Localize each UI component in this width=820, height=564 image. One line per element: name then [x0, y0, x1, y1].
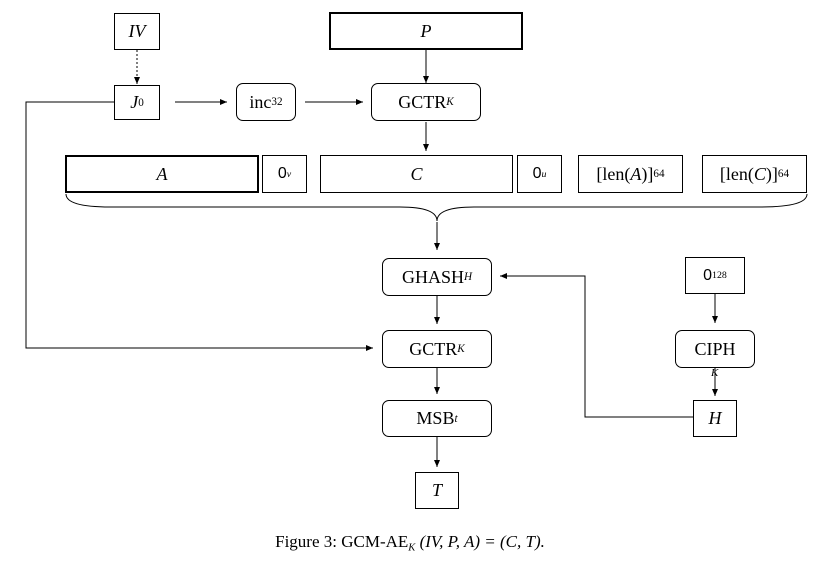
ciph-key-label: K — [711, 367, 719, 379]
zero-128-sup: 128 — [712, 270, 727, 281]
plaintext-box: P — [329, 12, 523, 50]
input-brace — [65, 193, 808, 222]
j0-main: J — [130, 92, 139, 112]
zero-u-sup: u — [541, 168, 547, 180]
len-c-var: C — [753, 163, 766, 184]
len-c-pre: [len( — [719, 163, 754, 184]
msb-main: MSB — [416, 408, 455, 428]
figure-caption: Figure 3: GCM-AEK (IV, P, A) = (C, T). — [0, 532, 820, 554]
ciphertext-box: C — [320, 155, 513, 193]
tag-label: T — [431, 480, 442, 500]
zero-128-main: 0 — [703, 266, 713, 284]
wire-j0-gctr-bottom — [25, 101, 373, 351]
iv-box: IV — [114, 13, 160, 50]
caption-prefix: Figure 3: GCM-AE — [275, 532, 409, 551]
hash-subkey-label: H — [708, 408, 722, 428]
len-c-sub: 64 — [777, 168, 790, 180]
aad-label: A — [156, 163, 168, 184]
j0-sub: 0 — [138, 96, 144, 109]
gctr-bottom-main: GCTR — [409, 338, 458, 359]
caption-args: (IV, P, A) = (C, T). — [415, 532, 545, 551]
zero-u-main: 0 — [532, 165, 542, 182]
inc32-sub: 32 — [271, 96, 283, 108]
ciph-box: CIPH — [675, 330, 755, 368]
hash-subkey-box: H — [693, 400, 737, 437]
iv-label: IV — [128, 21, 146, 41]
msb-sub: t — [454, 412, 458, 425]
ciph-label: CIPH — [694, 338, 736, 359]
gctr-top-main: GCTR — [398, 91, 447, 112]
len-a-var: A — [630, 163, 642, 184]
zero-v-main: 0 — [277, 165, 287, 182]
inc32-main: inc — [249, 91, 272, 112]
len-c-box: [len(C)]64 — [702, 155, 807, 193]
len-c-post: )] — [765, 163, 778, 184]
aad-box: A — [65, 155, 259, 193]
wire-h-ghash — [500, 273, 693, 418]
ghash-sub: H — [463, 271, 473, 283]
len-a-sub: 64 — [653, 168, 665, 180]
tag-box: T — [415, 472, 459, 509]
len-a-post: )] — [641, 163, 654, 184]
zero-v-sup: v — [286, 168, 292, 180]
len-a-pre: [len( — [596, 163, 631, 184]
ciphertext-label: C — [410, 163, 423, 184]
caption-sub: K — [408, 542, 416, 554]
gctr-top-sub: K — [446, 96, 454, 108]
len-a-box: [len(A)]64 — [578, 155, 683, 193]
gctr-bottom-sub: K — [457, 343, 465, 355]
ghash-main: GHASH — [401, 266, 464, 287]
plaintext-label: P — [420, 20, 432, 41]
